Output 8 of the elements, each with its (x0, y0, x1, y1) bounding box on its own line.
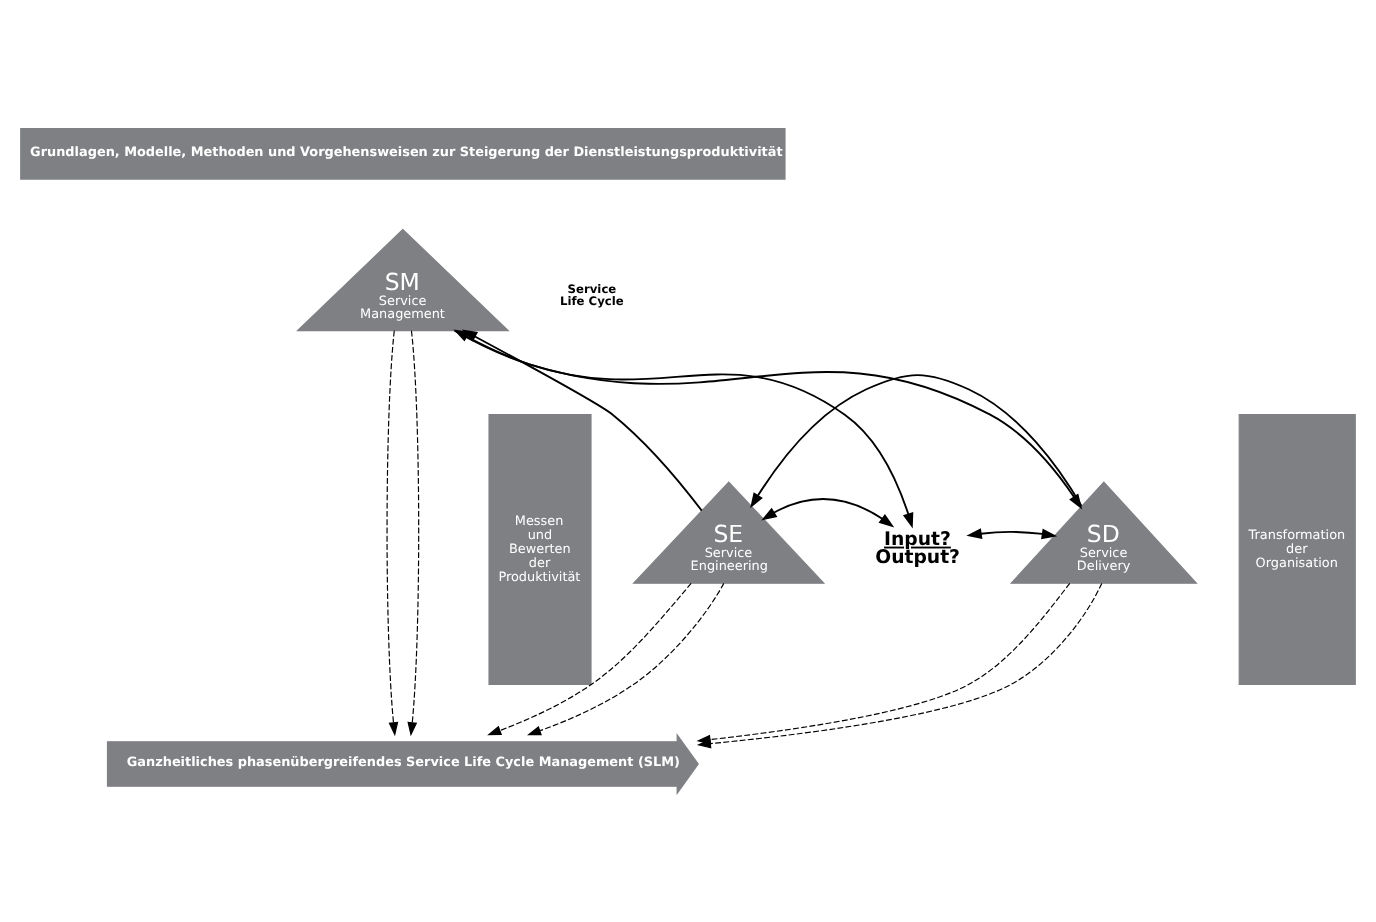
arrow (386, 330, 399, 737)
arrow (461, 329, 703, 512)
arrow (527, 582, 725, 736)
arrow (407, 330, 420, 737)
arrow (487, 582, 692, 736)
node-text: Input? Output? (875, 528, 960, 570)
arrow (761, 498, 895, 528)
arrow (966, 528, 1058, 540)
